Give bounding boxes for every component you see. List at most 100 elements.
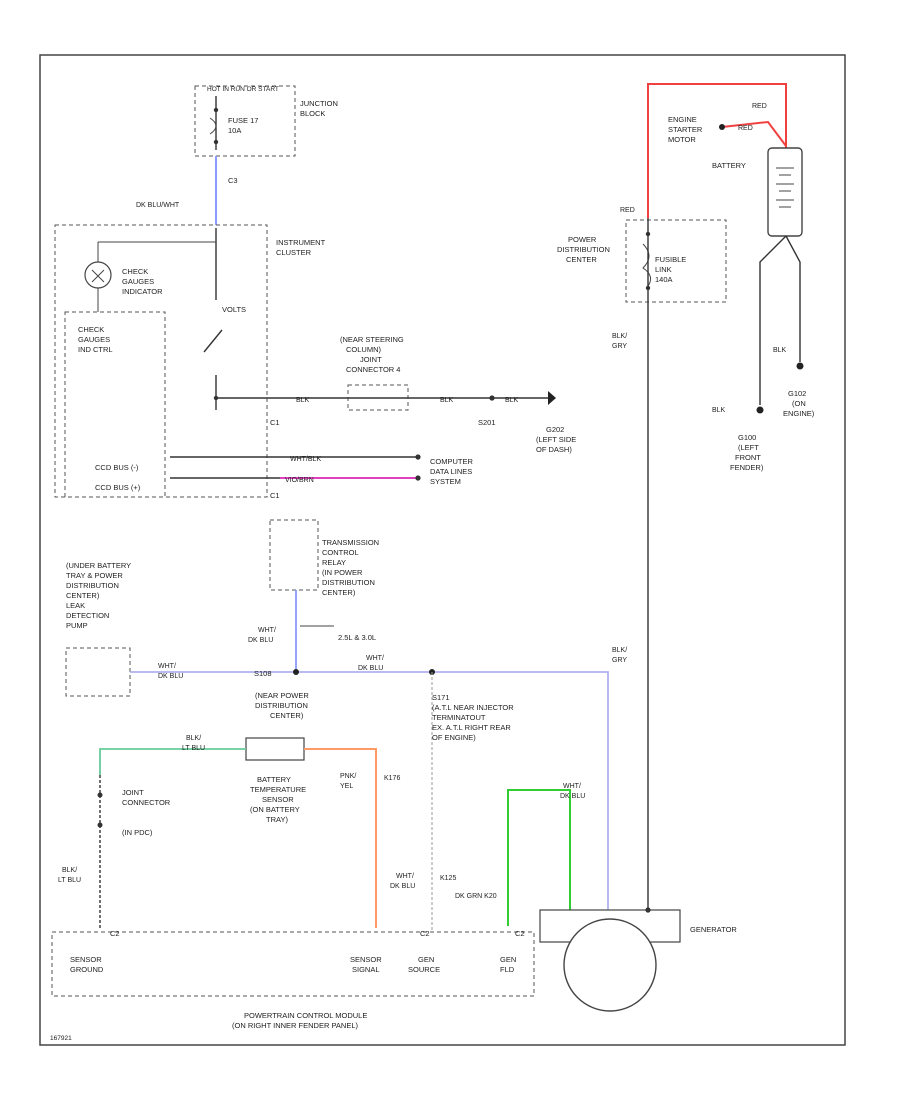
svg-text:IND CTRL: IND CTRL [78,345,113,354]
svg-text:INSTRUMENT: INSTRUMENT [276,238,326,247]
svg-text:BLK/: BLK/ [612,333,627,340]
svg-text:DK BLU: DK BLU [358,665,383,672]
ground-g202-icon [548,391,556,405]
svg-text:CCD BUS (+): CCD BUS (+) [95,483,141,492]
svg-text:BLK/: BLK/ [62,867,77,874]
svg-text:POWERTRAIN CONTROL MODULE: POWERTRAIN CONTROL MODULE [244,1011,367,1020]
generator: GENERATOR [539,907,737,1012]
svg-text:LINK: LINK [655,265,672,274]
svg-text:K125: K125 [440,875,456,882]
svg-text:CONNECTOR: CONNECTOR [122,798,171,807]
svg-text:C2: C2 [110,929,120,938]
svg-text:WHT/BLK: WHT/BLK [290,456,321,463]
svg-text:FLD: FLD [500,965,515,974]
svg-text:SENSOR: SENSOR [350,955,382,964]
powertrain-control-module: C2 C2 C2 SENSOR GROUND SENSOR SIGNAL GEN… [51,929,535,1030]
svg-text:C2: C2 [515,929,525,938]
svg-text:K176: K176 [384,775,400,782]
svg-text:G202: G202 [546,425,564,434]
svg-text:(ON RIGHT INNER FENDER PANEL): (ON RIGHT INNER FENDER PANEL) [232,1021,358,1030]
svg-text:SENSOR: SENSOR [70,955,102,964]
svg-text:(ON BATTERY: (ON BATTERY [250,805,300,814]
svg-text:YEL: YEL [340,783,353,790]
svg-text:G102: G102 [788,389,806,398]
svg-text:BATTERY: BATTERY [712,161,746,170]
svg-text:WHT/: WHT/ [158,663,176,670]
svg-text:RELAY: RELAY [322,558,346,567]
svg-text:BLK: BLK [296,397,310,404]
svg-text:PNK/: PNK/ [340,773,356,780]
svg-text:DISTRIBUTION: DISTRIBUTION [557,245,610,254]
svg-text:JOINT: JOINT [360,355,382,364]
svg-text:INDICATOR: INDICATOR [122,287,163,296]
svg-text:GEN: GEN [500,955,516,964]
svg-text:POWER: POWER [568,235,597,244]
svg-text:FUSIBLE: FUSIBLE [655,255,686,264]
svg-text:GROUND: GROUND [70,965,104,974]
svg-text:TERMINATOUT: TERMINATOUT [432,713,486,722]
svg-text:DK BLU: DK BLU [248,637,273,644]
svg-text:HOT IN RUN OR START: HOT IN RUN OR START [207,86,279,93]
svg-text:COMPUTER: COMPUTER [430,457,474,466]
svg-text:ENGINE): ENGINE) [783,409,815,418]
svg-text:G100: G100 [738,433,756,442]
svg-text:DK BLU: DK BLU [158,673,183,680]
svg-text:BLK: BLK [712,407,726,414]
wire-sensor-ground [99,748,246,775]
svg-text:VOLTS: VOLTS [222,305,246,314]
dk-blu-wht-label: DK BLU/WHT [136,202,180,209]
ground-g100: G100 (LEFT FRONT FENDER) [730,433,764,472]
svg-text:GENERATOR: GENERATOR [690,925,737,934]
svg-text:(LEFT SIDE: (LEFT SIDE [536,435,576,444]
splice-s201: S201 [478,418,496,427]
pin-c3-label: C3 [228,176,238,185]
svg-text:(UNDER BATTERY: (UNDER BATTERY [66,561,131,570]
engine-starter-motor: ENGINE STARTER MOTOR [668,115,703,144]
svg-text:SENSOR: SENSOR [262,795,294,804]
svg-text:RED: RED [752,103,767,110]
svg-text:GAUGES: GAUGES [122,277,154,286]
svg-text:GEN: GEN [418,955,434,964]
svg-text:BLK: BLK [505,397,519,404]
svg-text:CENTER): CENTER) [322,588,356,597]
svg-text:CENTER: CENTER [566,255,597,264]
svg-text:BLK/: BLK/ [612,647,627,654]
svg-text:(NEAR STEERING: (NEAR STEERING [340,335,404,344]
svg-text:(IN POWER: (IN POWER [322,568,363,577]
svg-text:SOURCE: SOURCE [408,965,440,974]
svg-text:BLK: BLK [440,397,454,404]
svg-text:VIO/BRN: VIO/BRN [285,477,314,484]
svg-text:DISTRIBUTION: DISTRIBUTION [255,701,308,710]
svg-text:TRAY & POWER: TRAY & POWER [66,571,123,580]
battery: BATTERY [712,147,803,237]
svg-text:10A: 10A [228,126,241,135]
wire-gen-field [507,789,571,926]
svg-text:ENGINE: ENGINE [668,115,697,124]
wire-battery-ground [759,235,787,405]
svg-text:FRONT: FRONT [735,453,761,462]
svg-text:MOTOR: MOTOR [668,135,696,144]
svg-text:LEAK: LEAK [66,601,85,610]
svg-text:LT BLU: LT BLU [58,877,81,884]
svg-text:SYSTEM: SYSTEM [430,477,461,486]
svg-text:COLUMN): COLUMN) [346,345,382,354]
svg-text:(A.T.L NEAR INJECTOR: (A.T.L NEAR INJECTOR [432,703,514,712]
svg-text:C2: C2 [420,929,430,938]
svg-text:TEMPERATURE: TEMPERATURE [250,785,306,794]
check-gauges-indicator-lamp [84,261,112,289]
svg-text:(LEFT: (LEFT [738,443,759,452]
svg-text:S171: S171 [432,693,450,702]
svg-text:2.5L & 3.0L: 2.5L & 3.0L [338,633,376,642]
svg-text:OF DASH): OF DASH) [536,445,572,454]
svg-text:(NEAR POWER: (NEAR POWER [255,691,309,700]
svg-text:STARTER: STARTER [668,125,703,134]
svg-text:DISTRIBUTION: DISTRIBUTION [322,578,375,587]
svg-text:C1: C1 [270,418,280,427]
svg-text:EX. A.T.L RIGHT REAR: EX. A.T.L RIGHT REAR [432,723,511,732]
instrument-cluster: INSTRUMENT CLUSTER CHECK GAUGES INDICATO… [54,224,326,498]
svg-text:RED: RED [738,125,753,132]
svg-text:CHECK: CHECK [122,267,148,276]
wire-sensor-signal [304,748,377,928]
svg-text:(ON: (ON [792,399,806,408]
svg-text:CCD BUS (-): CCD BUS (-) [95,463,139,472]
